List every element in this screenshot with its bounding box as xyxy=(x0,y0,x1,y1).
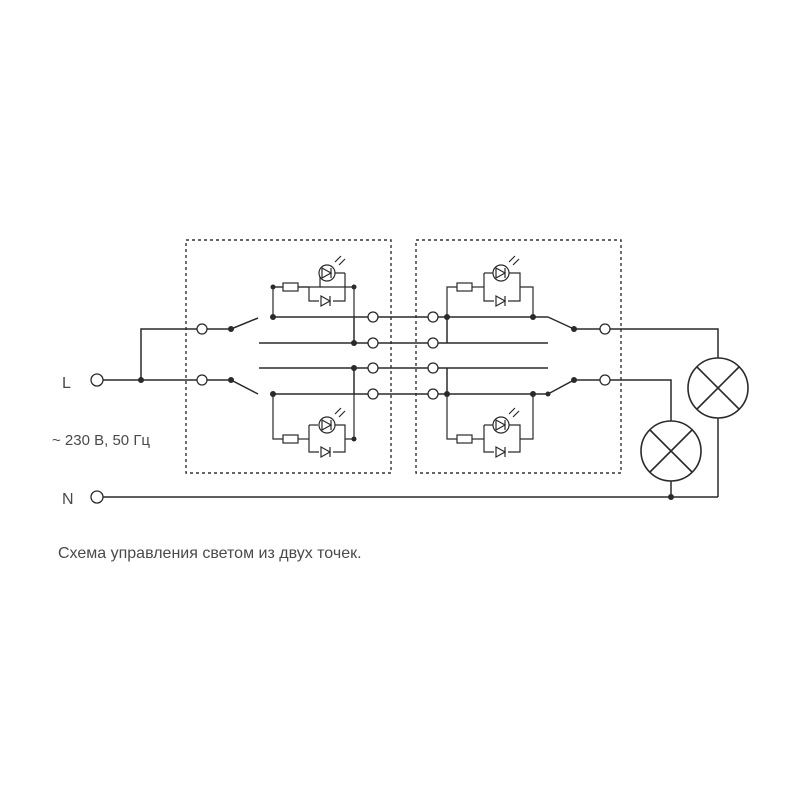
terminal xyxy=(196,374,208,386)
switch-box-right xyxy=(415,239,622,474)
terminal xyxy=(427,388,439,400)
lamp-wiring xyxy=(610,328,719,497)
terminal xyxy=(427,337,439,349)
terminal-l xyxy=(90,373,104,387)
traveller-wiring xyxy=(378,316,428,395)
lamp-icon xyxy=(640,420,702,482)
led-icon xyxy=(492,255,520,282)
neutral-label: N xyxy=(62,491,74,508)
led-icon xyxy=(318,255,346,282)
diode-icon xyxy=(320,445,332,459)
terminal xyxy=(599,374,611,386)
led-icon xyxy=(318,407,346,434)
terminal xyxy=(427,362,439,374)
resistor-right-top xyxy=(456,282,473,292)
terminal xyxy=(196,323,208,335)
diode-icon xyxy=(320,294,332,308)
terminal-n xyxy=(90,490,104,504)
line-label: L xyxy=(62,375,71,392)
diode-icon xyxy=(495,445,507,459)
resistor-right-bottom xyxy=(456,434,473,444)
switch-box-left xyxy=(185,239,392,474)
diagram-caption: Схема управления светом из двух точек. xyxy=(58,545,362,562)
diode-icon xyxy=(495,294,507,308)
terminal xyxy=(367,388,379,400)
terminal xyxy=(367,311,379,323)
resistor-left-top xyxy=(282,282,299,292)
junction-dots xyxy=(138,284,674,500)
terminal xyxy=(599,323,611,335)
terminal xyxy=(367,362,379,374)
right-switch-module xyxy=(438,272,600,453)
supply-wiring xyxy=(103,328,718,498)
lamp-icon xyxy=(687,357,749,419)
terminal xyxy=(427,311,439,323)
left-switch-module xyxy=(207,272,368,453)
supply-label: ~ 230 В, 50 Гц xyxy=(52,432,150,449)
resistor-left-bottom xyxy=(282,434,299,444)
led-icon xyxy=(492,407,520,434)
terminal xyxy=(367,337,379,349)
